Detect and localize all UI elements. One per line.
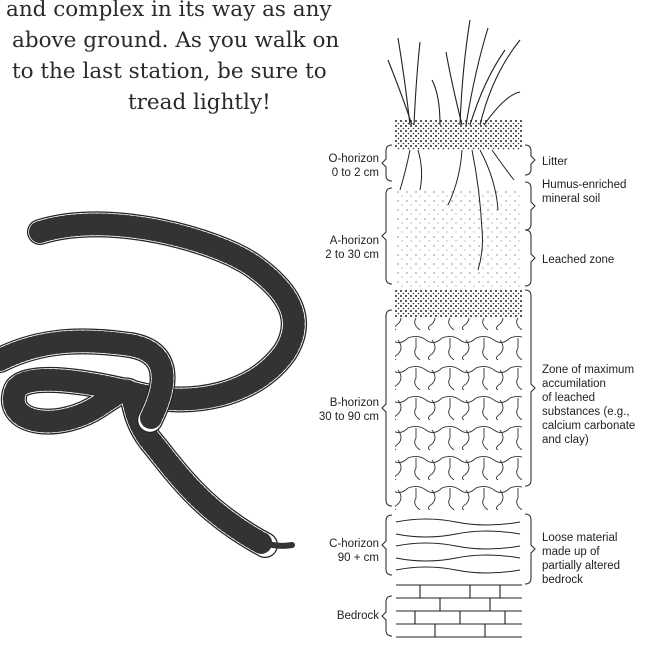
description-line: bedrock [542,573,620,587]
horizon-depth: 2 to 30 cm [325,248,379,262]
description-line: Humus-enriched [542,178,626,192]
horizon-depth: 90 + cm [329,551,379,565]
description-litter: Litter [542,155,568,169]
description-humus: Humus-enriched mineral soil [542,178,626,206]
description-c-zone: Loose material made up of partially alte… [542,531,620,587]
description-line: Zone of maximum [542,363,635,377]
horizon-name: C-horizon [329,537,379,551]
description-line: and clay) [542,433,635,447]
description-line: made up of [542,545,620,559]
description-line: mineral soil [542,192,626,206]
right-brace-group [525,145,535,584]
horizon-name: A-horizon [325,234,379,248]
horizon-label: A-horizon 2 to 30 cm [325,234,379,262]
description-leached: Leached zone [542,253,614,267]
description-line: Litter [542,155,568,169]
description-line: accumilation [542,377,635,391]
description-line: of leached [542,391,635,405]
horizon-name: O-horizon [329,152,380,166]
horizon-depth: 30 to 90 cm [319,410,379,424]
horizon-label: B-horizon 30 to 90 cm [319,396,379,424]
description-line: partially altered [542,559,620,573]
earthworm-illustration [0,224,294,545]
horizon-name: B-horizon [319,396,379,410]
horizon-depth: 0 to 2 cm [329,166,380,180]
horizon-label: C-horizon 90 + cm [329,537,379,565]
description-line: substances (e.g., [542,405,635,419]
description-line: Leached zone [542,253,614,267]
grass-icon [388,20,520,125]
description-line: Loose material [542,531,620,545]
description-b-zone: Zone of maximum accumilation of leached … [542,363,635,447]
horizon-label: O-horizon 0 to 2 cm [329,152,380,180]
horizon-name: Bedrock [337,609,379,623]
horizon-label: Bedrock [337,609,379,623]
description-line: calcium carbonate [542,419,635,433]
soil-profile-cross-section [388,20,522,637]
left-brace-group [382,145,392,636]
